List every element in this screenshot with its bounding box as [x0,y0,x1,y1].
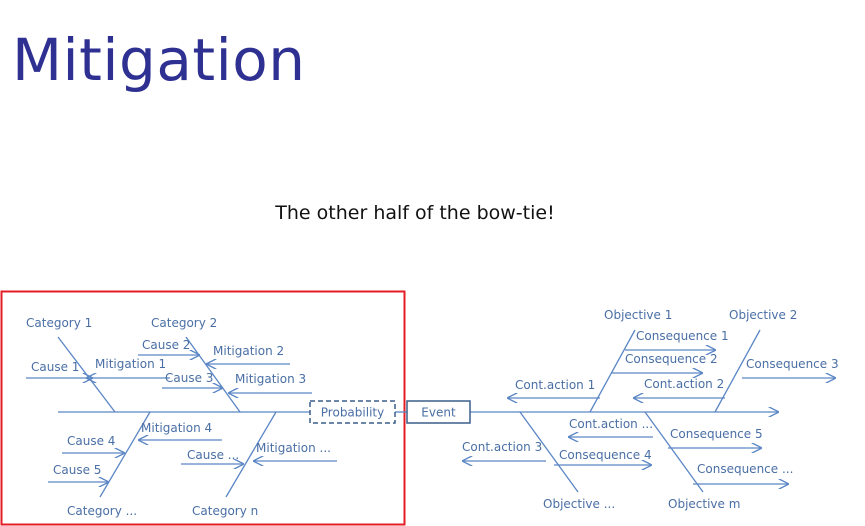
category-label: Category ... [67,504,137,518]
cause-label: Cause 5 [53,463,101,477]
category-2-bone [185,336,241,413]
cause-label: Cause ... [187,448,239,462]
consequence-label: Consequence 4 [559,448,652,462]
slide-title: Mitigation [12,26,306,94]
cause-label: Cause 1 [31,360,79,374]
cause-label: Cause 2 [142,338,190,352]
consequence-label: Consequence 2 [625,352,718,366]
mitigation-label: Mitigation 3 [235,372,306,386]
objective-label: Objective 1 [604,308,672,322]
category-1-bone [57,336,116,413]
objective-1-bone [589,329,636,413]
cont-action-label: Cont.action ... [569,417,653,431]
mitigation-label: Mitigation ... [256,441,331,455]
consequence-label: Consequence 1 [636,329,729,343]
cont-action-label: Cont.action 3 [462,440,542,454]
category-n-bone [225,411,277,498]
consequence-label: Consequence ... [697,462,793,476]
consequence-label: Consequence 3 [746,357,839,371]
cause-label: Cause 3 [165,371,213,385]
objective-label: Objective m [668,497,740,511]
probability-label: Probability [321,406,384,420]
event-label: Event [421,406,456,420]
objective-label: Objective ... [543,497,615,511]
mitigation-label: Mitigation 4 [141,421,212,435]
objective-label: Objective 2 [729,308,797,322]
probability-box [309,400,396,424]
objective-m-bone [644,411,704,493]
cont-action-label: Cont.action 1 [515,378,595,392]
mitigation-highlight-box [0,290,406,526]
mitigation-label: Mitigation 1 [95,357,166,371]
category-label: Category 2 [151,316,217,330]
cause-label: Cause 4 [67,434,115,448]
cont-action-label: Cont.action 2 [644,377,724,391]
mitigation-label: Mitigation 2 [213,344,284,358]
event-box [406,400,471,424]
category-label: Category n [192,504,258,518]
consequence-label: Consequence 5 [670,427,763,441]
objective-dots-bone [519,411,579,493]
slide-subtitle: The other half of the bow-tie! [275,202,555,224]
category-label: Category 1 [26,316,92,330]
